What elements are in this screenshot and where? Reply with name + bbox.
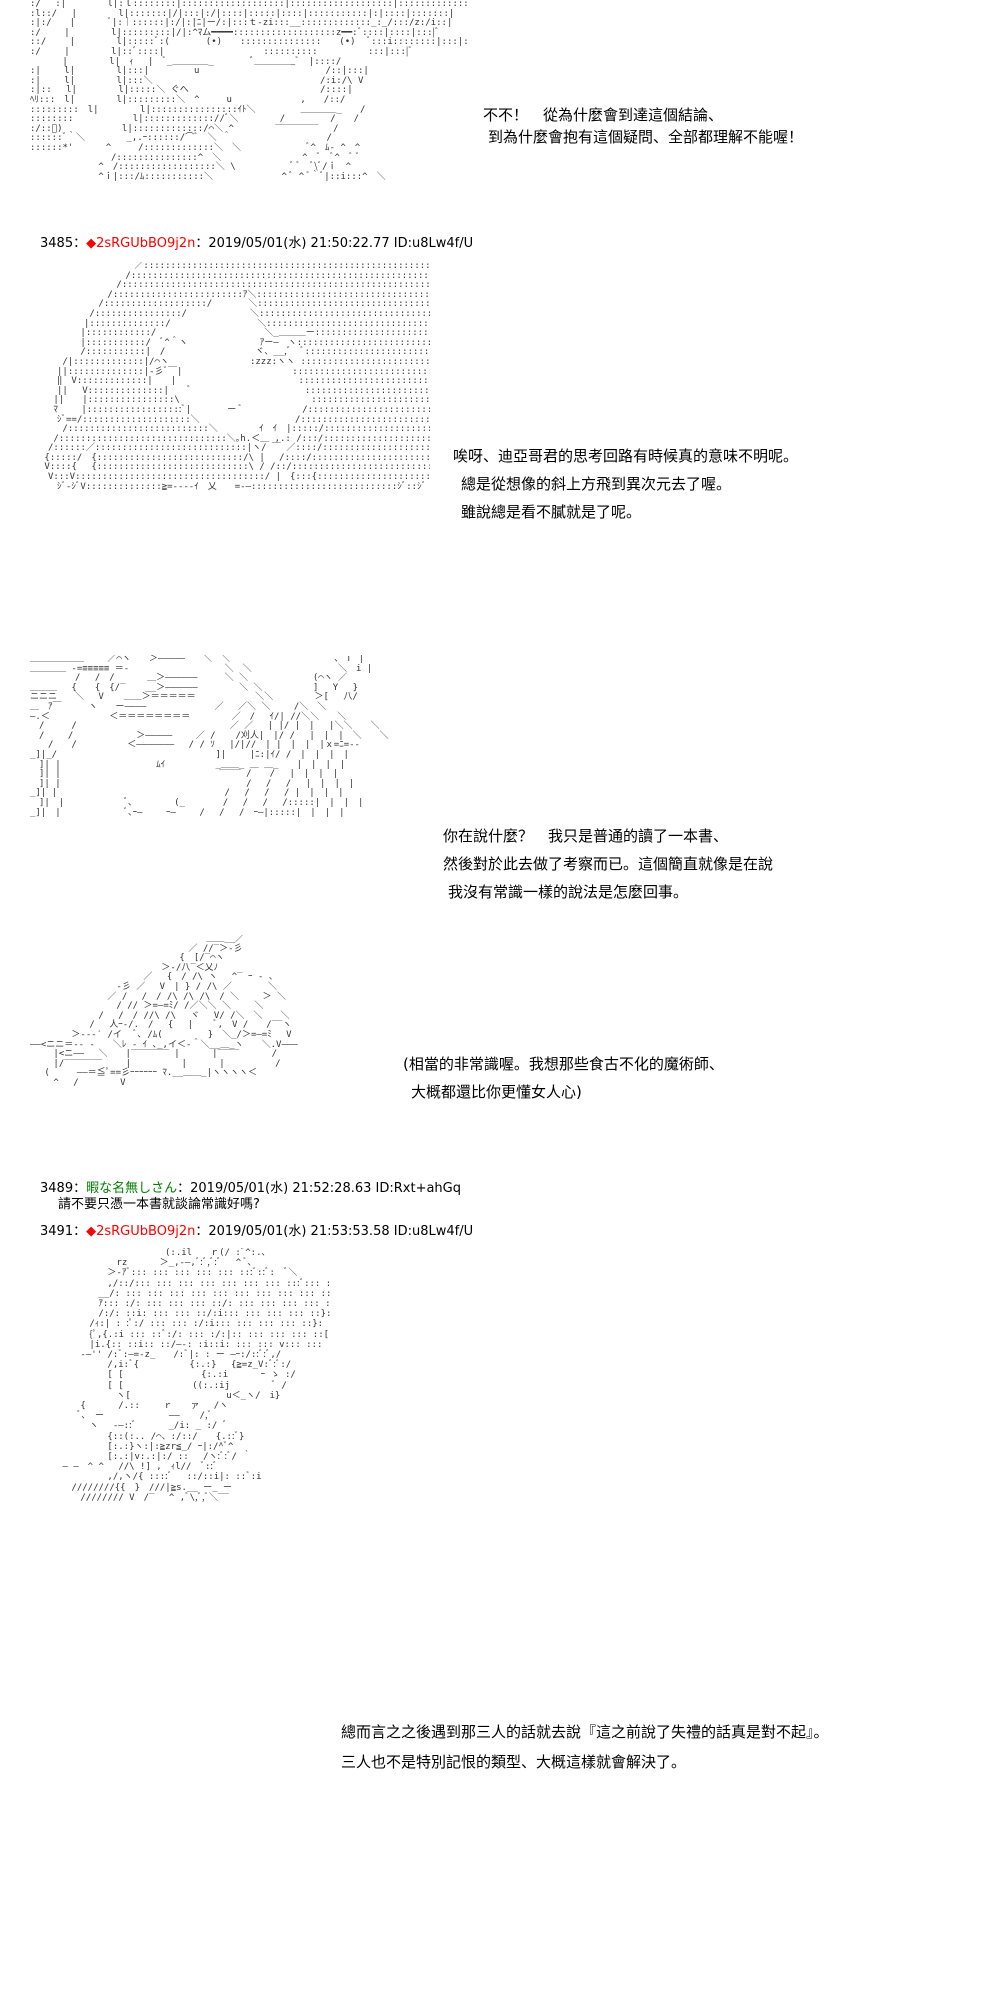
post-number[interactable]: 3491 (40, 1224, 74, 1239)
dialog-line: 到為什麼會抱有這個疑問、全部都理解不能喔！ (488, 128, 804, 146)
separator: ： (73, 1181, 87, 1196)
dialog-panel-3: 你在說什麼？ 我只是普通的讀了一本書、 然後對於此去做了考察而已。這個簡直就像是… (443, 822, 773, 906)
ascii-art-panel-2: ／:::::::::::::::::::::::::::::::::::::::… (44, 262, 430, 492)
ascii-art-panel-1: :/ :| l|:ｌ::::::::|:::::::::::::::::::|:… (30, 0, 470, 182)
ascii-art-panel-3: ＿＿＿＿＿＿ ／⌒ヽ ＞――――― ＼ ＼ ､ ｉ | ＿＿＿＿ ‐=≡≡≡≡≡… (30, 655, 389, 818)
post-body: 請不要只憑一本書就談論常識好嗎? (58, 1197, 260, 1212)
dialog-line: (相當的非常識喔。我想那些食古不化的魔術師、 (403, 1055, 724, 1073)
separator: ： (73, 236, 87, 251)
ascii-art-panel-5: (:.il ｒ(/ :ﾞ^:.､ rz ＞_,-―,ﾞ:ﾞ,ﾞ:ﾞ ^ ﾞ､ ＞… (62, 1248, 330, 1503)
dialog-line: 總而言之之後遇到那三人的話就去說『這之前說了失禮的話真是對不起』。 (341, 1723, 829, 1741)
author-trip: ◆2sRGUbBO9j2n (86, 236, 196, 251)
post-meta: ：2019/05/01(水) 21:52:28.63 ID:Rxt+ahGq (177, 1181, 461, 1196)
post-header: 3489：暇な名無しさん：2019/05/01(水) 21:52:28.63 I… (40, 1177, 461, 1196)
author-trip: ◆2sRGUbBO9j2n (86, 1224, 196, 1239)
dialog-panel-5: 總而言之之後遇到那三人的話就去說『這之前說了失禮的話真是對不起』。 三人也不是特… (341, 1717, 829, 1777)
post-header: 3491：◆2sRGUbBO9j2n：2019/05/01(水) 21:53:5… (40, 1220, 473, 1239)
ascii-art-panel-4: ＿＿__／ ／ //‾＞-彡 { [/‾⌒ヽ ＞-/八‾＜乂ﾉ ／ { / /\… (30, 935, 298, 1088)
dialog-line: 雖說總是看不膩就是了呢。 (461, 503, 642, 521)
dialog-line: 大概都還比你更懂女人心) (411, 1083, 582, 1101)
dialog-line: 然後對於此去做了考察而已。這個簡直就像是在說 (443, 855, 774, 873)
post-header: 3485：◆2sRGUbBO9j2n：2019/05/01(水) 21:50:2… (40, 232, 473, 251)
dialog-panel-4: (相當的非常識喔。我想那些食古不化的魔術師、 大概都還比你更懂女人心) (403, 1050, 724, 1106)
post-meta: ：2019/05/01(水) 21:50:22.77 ID:u8Lw4f/U (195, 236, 474, 251)
dialog-line: 不不！ 從為什麼會到達這個結論、 (483, 106, 724, 124)
post-number[interactable]: 3485 (40, 236, 74, 251)
dialog-panel-2: 唉呀、迪亞哥君的思考回路有時候真的意味不明呢。 總是從想像的斜上方飛到異次元去了… (453, 442, 798, 526)
post-meta: ：2019/05/01(水) 21:53:53.58 ID:u8Lw4f/U (195, 1224, 474, 1239)
author-name: 暇な名無しさん (86, 1181, 178, 1196)
dialog-line: 我沒有常識一樣的說法是怎麼回事。 (448, 883, 689, 901)
dialog-panel-1: 不不！ 從為什麼會到達這個結論、 到為什麼會抱有這個疑問、全部都理解不能喔！ (483, 104, 803, 148)
dialog-line: 總是從想像的斜上方飛到異次元去了喔。 (461, 475, 732, 493)
dialog-line: 唉呀、迪亞哥君的思考回路有時候真的意味不明呢。 (453, 447, 799, 465)
dialog-line: 你在說什麼？ 我只是普通的讀了一本書、 (443, 827, 729, 845)
post-number[interactable]: 3489 (40, 1181, 74, 1196)
dialog-line: 三人也不是特別記恨的類型、大概這樣就會解決了。 (341, 1753, 687, 1771)
separator: ： (73, 1224, 87, 1239)
